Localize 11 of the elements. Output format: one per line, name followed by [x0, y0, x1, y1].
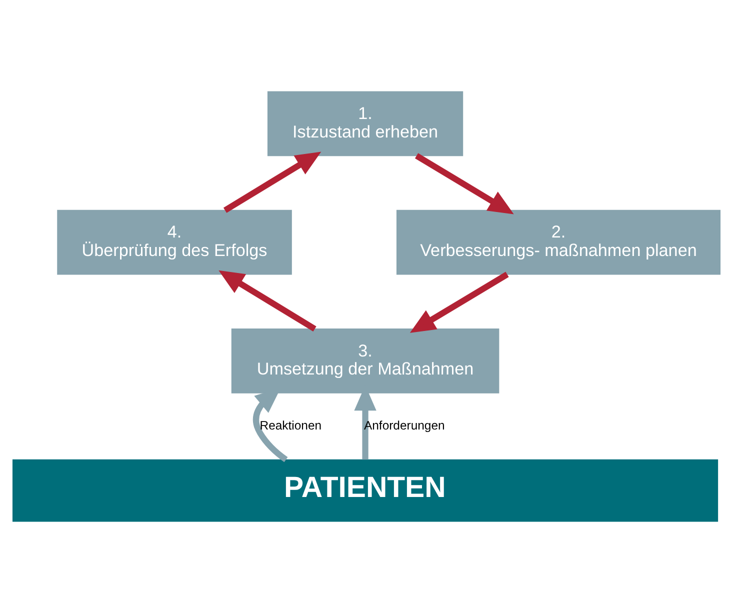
arrow: [410, 271, 509, 332]
edge-label: Reaktionen: [260, 418, 322, 432]
node-box: 1. Istzustand erheben: [267, 90, 464, 156]
arrow: [414, 152, 514, 214]
node-box: 3. Umsetzung der Maßnahmen: [231, 328, 500, 393]
node-box: PATIENTEN: [12, 458, 718, 522]
arrow: [218, 270, 316, 332]
edge-label: Anforderungen: [364, 418, 445, 432]
arrow: [223, 151, 322, 212]
node-box: 4. Überprüfung des Erfolgs: [57, 209, 292, 274]
node-box: 2. Verbesserungs- maßnahmen planen: [396, 209, 721, 274]
